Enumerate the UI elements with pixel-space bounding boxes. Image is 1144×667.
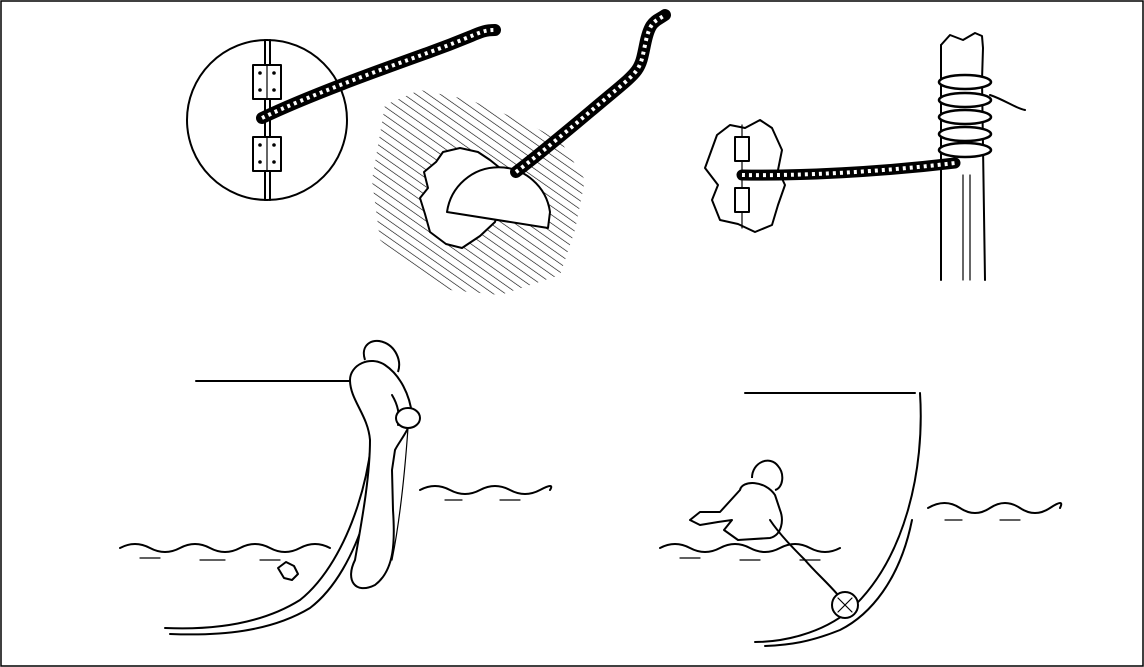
person-lowering-cover-over-side-icon <box>120 341 551 635</box>
rope-tied-to-post-icon <box>705 33 1025 280</box>
person-kneeling-pushing-cover-icon <box>660 393 1061 646</box>
